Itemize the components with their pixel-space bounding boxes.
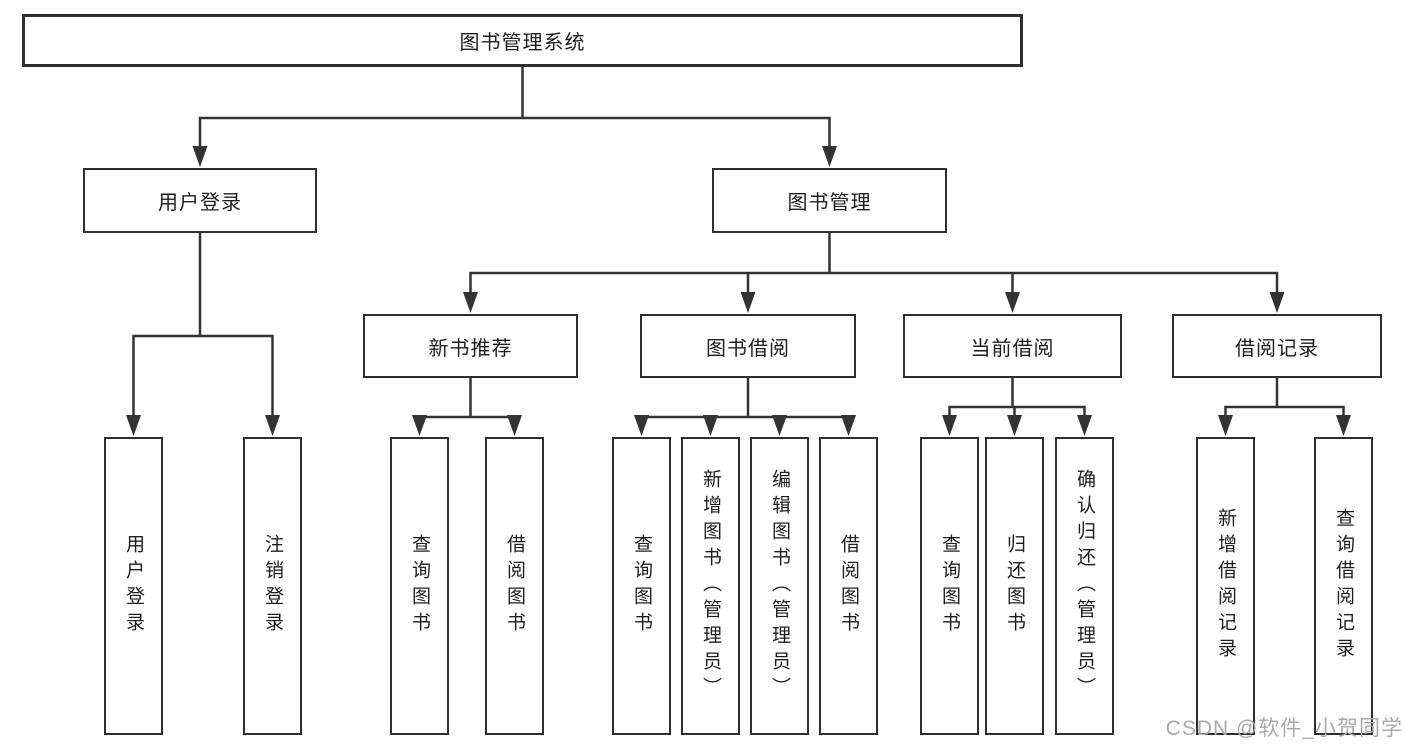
arrowhead bbox=[1218, 415, 1233, 436]
arrowhead bbox=[192, 146, 208, 167]
arrowhead bbox=[507, 415, 522, 436]
leaf-logout-label: 注销登录 bbox=[262, 534, 283, 638]
connector-user-login-split bbox=[132, 334, 274, 416]
leaf-current-query: 查询图书 bbox=[920, 437, 979, 735]
connector-current-borrow-split bbox=[948, 405, 1086, 417]
leaf-new-book-query: 查询图书 bbox=[390, 437, 449, 735]
leaf-borrow-query-label: 查询图书 bbox=[631, 534, 652, 638]
leaf-borrow-book: 借阅图书 bbox=[819, 437, 878, 735]
leaf-new-book-borrow-label: 借阅图书 bbox=[504, 534, 525, 638]
leaf-new-book-query-label: 查询图书 bbox=[409, 534, 430, 638]
arrowhead bbox=[1077, 415, 1092, 436]
leaf-new-book-borrow: 借阅图书 bbox=[485, 437, 544, 735]
leaf-logout: 注销登录 bbox=[243, 437, 302, 735]
arrowhead bbox=[1269, 292, 1285, 313]
leaf-borrow-edit-book: 编辑图书（管理员） bbox=[750, 437, 809, 735]
connector-book-mgmt-split bbox=[469, 271, 1279, 295]
leaf-user-login-label: 用户登录 bbox=[123, 534, 144, 638]
arrowhead bbox=[1005, 292, 1020, 313]
leaf-borrow-query: 查询图书 bbox=[612, 437, 671, 735]
arrowhead bbox=[703, 415, 718, 436]
leaf-borrow-edit-book-label: 编辑图书（管理员） bbox=[769, 469, 790, 703]
arrowhead bbox=[634, 415, 649, 436]
leaf-confirm-return: 确认归还（管理员） bbox=[1055, 437, 1114, 735]
arrowhead bbox=[126, 415, 141, 436]
node-current-borrow: 当前借阅 bbox=[903, 314, 1122, 378]
arrowhead bbox=[841, 415, 856, 436]
node-library-system: 图书管理系统 bbox=[22, 14, 1023, 67]
leaf-borrow-add-book: 新增图书（管理员） bbox=[681, 437, 740, 735]
csdn-watermark: CSDN @软件_小贺同学 bbox=[1165, 717, 1403, 740]
node-borrow-record: 借阅记录 bbox=[1172, 314, 1382, 378]
node-new-book-recommend: 新书推荐 bbox=[363, 314, 578, 378]
leaf-borrow-book-label: 借阅图书 bbox=[838, 534, 859, 638]
arrowhead bbox=[265, 415, 280, 436]
leaf-user-login: 用户登录 bbox=[104, 437, 163, 735]
leaf-return-book-label: 归还图书 bbox=[1004, 534, 1025, 638]
node-book-management: 图书管理 bbox=[712, 168, 947, 233]
leaf-return-book: 归还图书 bbox=[985, 437, 1044, 735]
arrowhead bbox=[1336, 415, 1351, 436]
node-book-borrow: 图书借阅 bbox=[640, 314, 856, 378]
arrowhead bbox=[1007, 415, 1022, 436]
leaf-add-borrow-record-label: 新增借阅记录 bbox=[1215, 508, 1236, 664]
arrowhead bbox=[412, 415, 427, 436]
arrowhead bbox=[463, 292, 478, 313]
connector-root-split bbox=[198, 116, 831, 150]
arrowhead bbox=[942, 415, 957, 436]
leaf-borrow-add-book-label: 新增图书（管理员） bbox=[700, 469, 721, 703]
connector-borrow-record-split bbox=[1224, 405, 1345, 417]
leaf-confirm-return-label: 确认归还（管理员） bbox=[1074, 469, 1095, 703]
leaf-current-query-label: 查询图书 bbox=[939, 534, 960, 638]
node-user-login: 用户登录 bbox=[83, 168, 317, 233]
arrowhead bbox=[772, 415, 787, 436]
leaf-add-borrow-record: 新增借阅记录 bbox=[1196, 437, 1255, 735]
arrowhead bbox=[740, 292, 756, 313]
leaf-query-borrow-record-label: 查询借阅记录 bbox=[1333, 508, 1354, 664]
arrowhead bbox=[822, 146, 837, 167]
leaf-query-borrow-record: 查询借阅记录 bbox=[1314, 437, 1373, 735]
arrowheads-group bbox=[126, 146, 1351, 436]
